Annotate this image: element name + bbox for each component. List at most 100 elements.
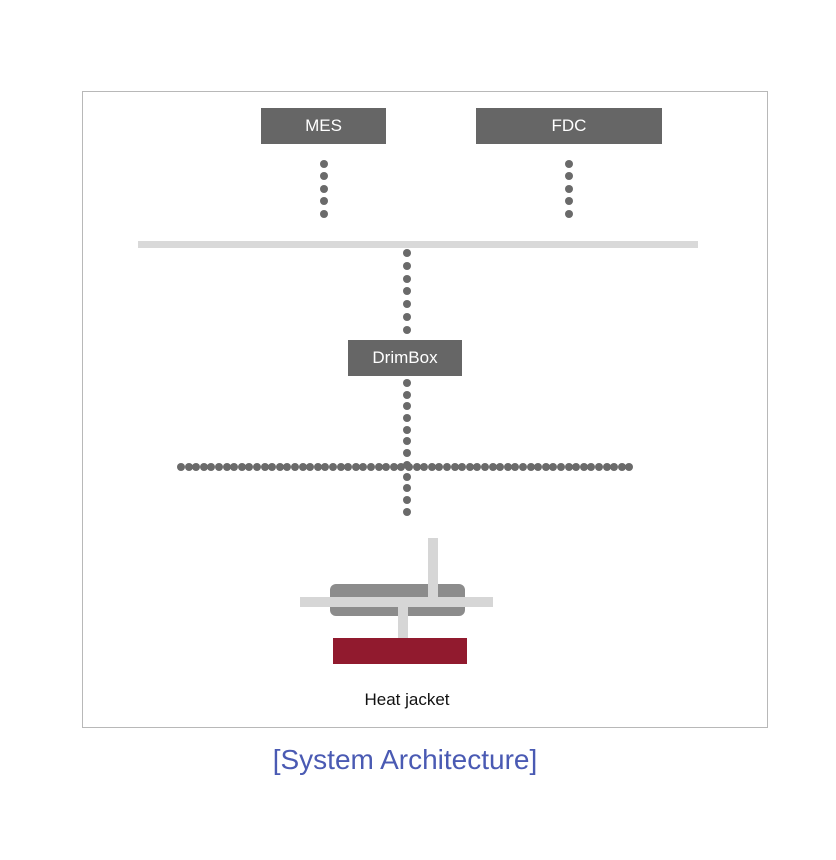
diagram-frame xyxy=(82,91,768,728)
connector-dot-drimbox-down xyxy=(403,426,411,434)
vertical-pipe-top xyxy=(428,538,438,598)
connector-dot-fieldbus xyxy=(215,463,223,471)
connector-dot-fieldbus xyxy=(291,463,299,471)
connector-dot-fieldbus xyxy=(207,463,215,471)
connector-dot-fieldbus xyxy=(496,463,504,471)
connector-dot-fieldbus xyxy=(177,463,185,471)
connector-dot-drimbox-up xyxy=(403,300,411,308)
horizontal-pipe xyxy=(300,597,493,607)
connector-dot-drimbox-down xyxy=(403,473,411,481)
connector-dot-fieldbus xyxy=(451,463,459,471)
vertical-pipe-bottom xyxy=(398,607,408,639)
connector-dot-fieldbus xyxy=(572,463,580,471)
network-bus xyxy=(138,241,698,248)
connector-dot-drimbox-up xyxy=(403,313,411,321)
connector-dot-fieldbus xyxy=(428,463,436,471)
connector-dot-drimbox-down xyxy=(403,496,411,504)
connector-dot-fieldbus xyxy=(443,463,451,471)
connector-dot-mes xyxy=(320,160,328,168)
connector-dot-fieldbus xyxy=(435,463,443,471)
connector-dot-fieldbus xyxy=(314,463,322,471)
connector-dot-fieldbus xyxy=(413,463,421,471)
connector-dot-drimbox-down xyxy=(403,414,411,422)
connector-dot-fieldbus xyxy=(276,463,284,471)
connector-dot-fieldbus xyxy=(185,463,193,471)
connector-dot-drimbox-down xyxy=(403,437,411,445)
connector-dot-fieldbus xyxy=(283,463,291,471)
connector-dot-fieldbus xyxy=(557,463,565,471)
mes-node: MES xyxy=(261,108,386,144)
connector-dot-fieldbus xyxy=(352,463,360,471)
connector-dot-drimbox-up xyxy=(403,287,411,295)
connector-dot-fieldbus xyxy=(542,463,550,471)
heat-jacket-label: Heat jacket xyxy=(364,690,450,709)
connector-dot-fieldbus xyxy=(306,463,314,471)
heater-element xyxy=(333,638,467,664)
connector-dot-fieldbus xyxy=(481,463,489,471)
connector-dot-fieldbus xyxy=(595,463,603,471)
connector-dot-fdc xyxy=(565,197,573,205)
connector-dot-fdc xyxy=(565,185,573,193)
connector-dot-mes xyxy=(320,197,328,205)
connector-dot-fieldbus xyxy=(527,463,535,471)
connector-dot-fieldbus xyxy=(397,463,405,471)
connector-dot-mes xyxy=(320,172,328,180)
drimbox-node-label: DrimBox xyxy=(372,348,438,367)
connector-dot-fieldbus xyxy=(299,463,307,471)
fdc-node-label: FDC xyxy=(551,116,587,135)
connector-dot-fieldbus xyxy=(321,463,329,471)
connector-dot-fieldbus xyxy=(390,463,398,471)
connector-dot-fdc xyxy=(565,172,573,180)
connector-dot-fieldbus xyxy=(192,463,200,471)
connector-dot-drimbox-up xyxy=(403,249,411,257)
connector-dot-fieldbus xyxy=(603,463,611,471)
connector-dot-fieldbus xyxy=(245,463,253,471)
connector-dot-fieldbus xyxy=(587,463,595,471)
connector-dot-fieldbus xyxy=(405,463,413,471)
connector-dot-fieldbus xyxy=(382,463,390,471)
connector-dot-fieldbus xyxy=(466,463,474,471)
connector-dot-fdc xyxy=(565,160,573,168)
connector-dot-drimbox-up xyxy=(403,262,411,270)
connector-dot-fieldbus xyxy=(344,463,352,471)
connector-dot-fieldbus xyxy=(261,463,269,471)
connector-dot-fieldbus xyxy=(519,463,527,471)
connector-dot-fieldbus xyxy=(549,463,557,471)
connector-dot-fieldbus xyxy=(230,463,238,471)
connector-dot-drimbox-up xyxy=(403,326,411,334)
connector-dot-fieldbus xyxy=(329,463,337,471)
connector-dot-fieldbus xyxy=(489,463,497,471)
connector-dot-fieldbus xyxy=(337,463,345,471)
fdc-node: FDC xyxy=(476,108,662,144)
connector-dot-drimbox-down xyxy=(403,508,411,516)
connector-dot-mes xyxy=(320,210,328,218)
connector-dot-fieldbus xyxy=(473,463,481,471)
connector-dot-drimbox-down xyxy=(403,449,411,457)
connector-dot-drimbox-down xyxy=(403,379,411,387)
connector-dot-fdc xyxy=(565,210,573,218)
connector-dot-fieldbus xyxy=(458,463,466,471)
connector-dot-fieldbus xyxy=(268,463,276,471)
connector-dot-fieldbus xyxy=(534,463,542,471)
connector-dot-drimbox-up xyxy=(403,275,411,283)
connector-dot-fieldbus xyxy=(375,463,383,471)
connector-dot-mes xyxy=(320,185,328,193)
connector-dot-drimbox-down xyxy=(403,402,411,410)
connector-dot-fieldbus xyxy=(238,463,246,471)
connector-dot-fieldbus xyxy=(565,463,573,471)
connector-dot-fieldbus xyxy=(618,463,626,471)
connector-dot-drimbox-down xyxy=(403,391,411,399)
connector-dot-drimbox-down xyxy=(403,484,411,492)
connector-dot-fieldbus xyxy=(625,463,633,471)
connector-dot-fieldbus xyxy=(504,463,512,471)
connector-dot-fieldbus xyxy=(253,463,261,471)
connector-dot-fieldbus xyxy=(610,463,618,471)
connector-dot-fieldbus xyxy=(367,463,375,471)
connector-dot-fieldbus xyxy=(420,463,428,471)
connector-dot-fieldbus xyxy=(511,463,519,471)
connector-dot-fieldbus xyxy=(359,463,367,471)
connector-dot-fieldbus xyxy=(580,463,588,471)
connector-dot-fieldbus xyxy=(200,463,208,471)
diagram-caption: [System Architecture] xyxy=(272,744,538,775)
drimbox-node: DrimBox xyxy=(348,340,462,376)
